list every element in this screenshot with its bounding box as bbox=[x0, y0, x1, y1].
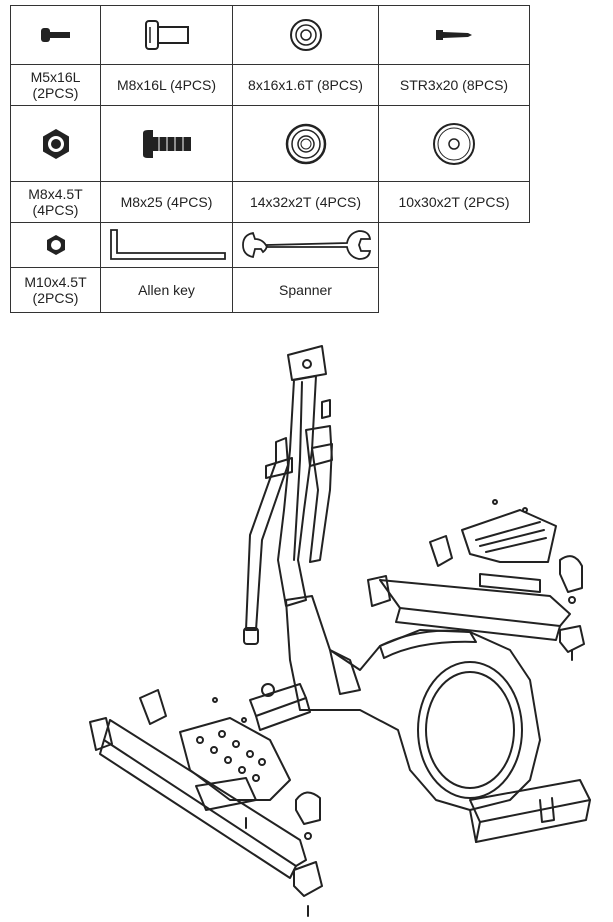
empty-cell bbox=[379, 268, 530, 313]
nut-icon bbox=[10, 105, 101, 182]
washer-icon bbox=[232, 5, 379, 65]
elliptical-trainer-exploded-view bbox=[89, 345, 591, 917]
long-bolt-icon bbox=[100, 105, 233, 182]
spanner-icon bbox=[232, 222, 379, 268]
part-label: M8x25 (4PCS) bbox=[100, 181, 233, 223]
small-bolt-icon bbox=[10, 5, 101, 65]
large-washer-icon bbox=[232, 105, 379, 182]
part-label: Spanner bbox=[232, 267, 379, 313]
hex-nut-icon bbox=[10, 222, 101, 268]
part-label: 8x16x1.6T (8PCS) bbox=[232, 64, 379, 106]
empty-cell bbox=[379, 223, 530, 268]
part-label: 14x32x2T (4PCS) bbox=[232, 181, 379, 223]
part-label: M8x16L (4PCS) bbox=[100, 64, 233, 106]
part-label: Allen key bbox=[100, 267, 233, 313]
bolt-icon bbox=[100, 5, 233, 65]
part-label: M8x4.5T (4PCS) bbox=[10, 181, 101, 223]
part-label: 10x30x2T (2PCS) bbox=[378, 181, 530, 223]
screw-icon bbox=[378, 5, 530, 65]
allen-key-icon bbox=[100, 222, 233, 268]
part-label: STR3x20 (8PCS) bbox=[378, 64, 530, 106]
part-label: M5x16L (2PCS) bbox=[10, 64, 101, 106]
hardware-parts-table: M5x16L (2PCS) M8x16L (4PCS) 8x16x1.6T (8… bbox=[10, 5, 530, 313]
flat-washer-icon bbox=[378, 105, 530, 182]
part-label: M10x4.5T (2PCS) bbox=[10, 267, 101, 313]
